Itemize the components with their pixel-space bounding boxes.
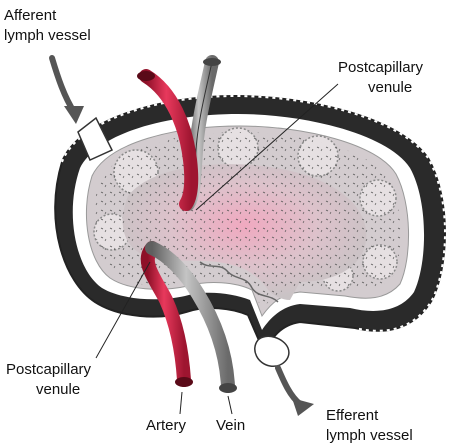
efferent-label-line1: Efferent [326,407,379,424]
medulla-stipple [94,132,400,310]
artery-top-opening [137,71,155,81]
postcapillary-top-label-line1: Postcapillary [338,59,424,76]
efferent-lymph-vessel [255,336,289,366]
efferent-label-line2: lymph vessel [326,427,413,444]
leader-artery [180,392,182,414]
efferent-arrow [278,368,300,404]
postcapillary-bottom-label-line2: venule [36,381,80,398]
afferent-arrowhead [64,106,84,124]
artery-bottom-opening [175,377,193,387]
postcapillary-top-label-line2: venule [368,79,412,96]
postcapillary-bottom-label-line1: Postcapillary [6,361,92,378]
afferent-label-line2: lymph vessel [4,27,91,44]
leader-vein [228,396,232,414]
vein-top-opening [203,58,221,66]
artery-label: Artery [146,417,187,434]
efferent-arrowhead [292,398,314,416]
vein-label: Vein [216,417,245,434]
afferent-arrow [52,58,74,112]
afferent-label-line1: Afferent [4,7,57,24]
vein-bottom-opening [219,383,237,393]
